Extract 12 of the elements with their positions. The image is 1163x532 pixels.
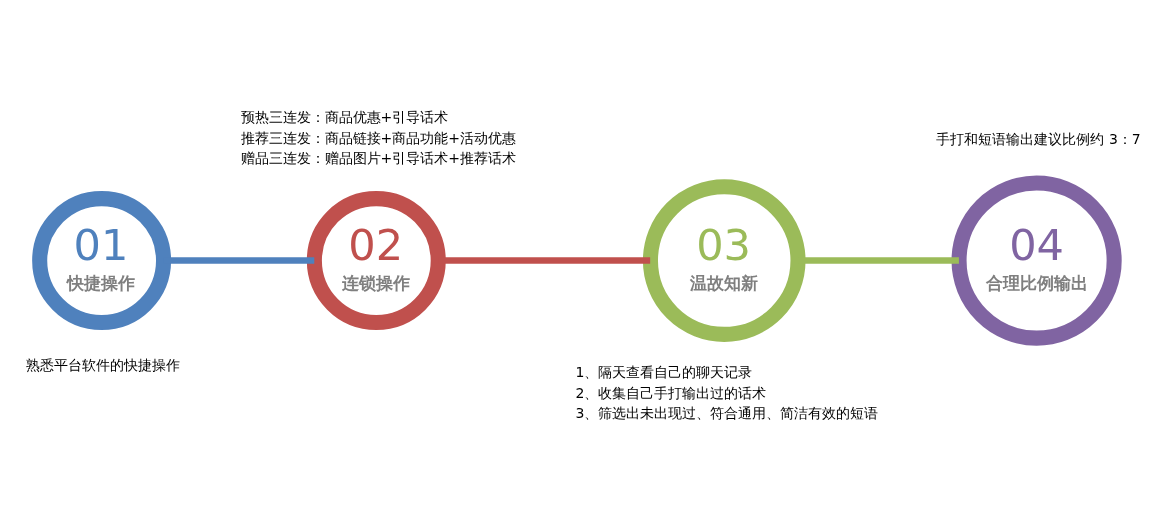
node-label: 手打和短语输出建议比例约 3：7 bbox=[936, 130, 1141, 147]
node-label: 推荐三连发：商品链接+商品功能+活动优惠 bbox=[240, 129, 517, 146]
node-circle: 02 连锁操作 bbox=[306, 190, 446, 330]
node-label: 2、收集自己手打输出过的话术 bbox=[575, 384, 767, 401]
node-circle: 01 快捷操作 bbox=[32, 190, 172, 330]
node-label: 预热三连发：商品优惠+引导话术 bbox=[240, 108, 449, 125]
node-label: 3、筛选出未出现过、符合通用、简洁有效的短语 bbox=[575, 404, 879, 421]
node-label: 赠品三连发：赠品图片+引导话术+推荐话术 bbox=[240, 149, 517, 166]
node-circle: 03 温故知新 bbox=[642, 178, 806, 342]
node-label: 熟悉平台软件的快捷操作 bbox=[26, 356, 181, 373]
node-circle: 04 合理比例输出 bbox=[951, 175, 1122, 346]
node-label: 1、隔天查看自己的聊天记录 bbox=[575, 363, 753, 380]
